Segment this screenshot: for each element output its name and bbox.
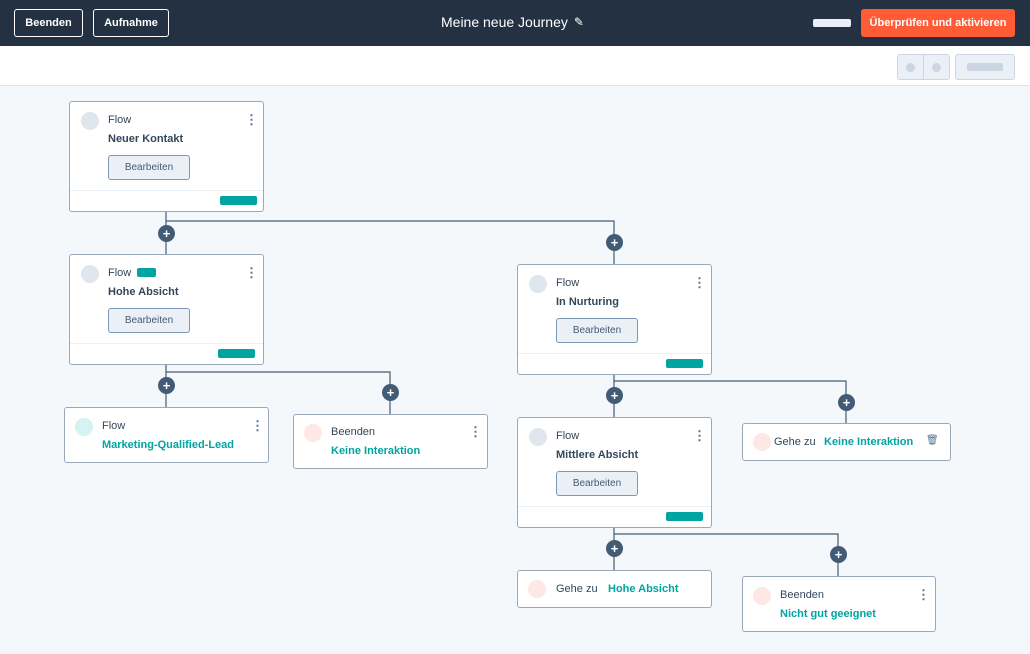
- edit-button[interactable]: Bearbeiten: [108, 155, 190, 180]
- goto-prefix: Gehe zu: [774, 436, 816, 448]
- card-divider: [518, 506, 711, 507]
- flow-icon: [81, 112, 99, 130]
- flow-node-mql[interactable]: Flow ⋮ Marketing-Qualified-Lead: [64, 407, 269, 463]
- kebab-menu-icon[interactable]: ⋮: [251, 418, 264, 433]
- trash-icon[interactable]: 🗑: [926, 435, 939, 446]
- add-step-plus-icon[interactable]: +: [158, 225, 175, 242]
- add-step-plus-icon[interactable]: +: [606, 540, 623, 557]
- node-title: Mittlere Absicht: [556, 449, 639, 461]
- status-tag: [137, 268, 156, 277]
- goto-node-high-intent[interactable]: Gehe zu Hohe Absicht: [517, 570, 712, 608]
- node-title: In Nurturing: [556, 296, 619, 308]
- add-step-plus-icon[interactable]: +: [606, 387, 623, 404]
- add-step-plus-icon[interactable]: +: [158, 377, 175, 394]
- node-type-label: Flow: [108, 114, 132, 126]
- flow-node-new-contact[interactable]: Flow ⋮ Neuer Kontakt Bearbeiten: [69, 101, 264, 212]
- add-step-plus-icon[interactable]: +: [830, 546, 847, 563]
- end-node-no-interaction[interactable]: Beenden ⋮ Keine Interaktion: [293, 414, 488, 469]
- goto-target-link[interactable]: Keine Interaktion: [824, 436, 914, 448]
- node-type-label: Flow: [556, 277, 580, 289]
- placeholder-bar: [967, 63, 1003, 71]
- placeholder-button[interactable]: [813, 19, 851, 27]
- node-type-label: Beenden: [780, 589, 825, 601]
- status-pill: [666, 512, 703, 521]
- kebab-menu-icon[interactable]: ⋮: [693, 275, 706, 290]
- record-button[interactable]: Aufnahme: [93, 9, 169, 37]
- node-title: Hohe Absicht: [108, 286, 179, 298]
- flow-icon: [75, 418, 93, 436]
- top-bar: Beenden Aufnahme Meine neue Journey ✎ Üb…: [0, 0, 1030, 46]
- add-step-plus-icon[interactable]: +: [382, 384, 399, 401]
- end-reason-link[interactable]: Nicht gut geeignet: [780, 608, 876, 620]
- goto-prefix: Gehe zu: [556, 583, 598, 595]
- node-type-label: Flow: [102, 420, 126, 432]
- review-activate-button[interactable]: Überprüfen und aktivieren: [861, 9, 1015, 37]
- flow-icon: [529, 428, 547, 446]
- end-reason-link[interactable]: Keine Interaktion: [331, 445, 421, 457]
- card-divider: [70, 190, 263, 191]
- kebab-menu-icon[interactable]: ⋮: [245, 112, 258, 127]
- flow-link[interactable]: Marketing-Qualified-Lead: [102, 439, 235, 451]
- goto-node-no-interaction[interactable]: Gehe zu Keine Interaktion 🗑: [742, 423, 951, 461]
- journey-title[interactable]: Meine neue Journey ✎: [441, 14, 584, 30]
- node-type-label: Flow: [556, 430, 580, 442]
- dot-icon: [906, 62, 915, 72]
- end-node-not-qualified[interactable]: Beenden ⋮ Nicht gut geeignet: [742, 576, 936, 632]
- exit-button[interactable]: Beenden: [14, 9, 83, 37]
- status-pill: [666, 359, 703, 368]
- kebab-menu-icon[interactable]: ⋮: [469, 424, 482, 439]
- flow-node-medium-intent[interactable]: Flow ⋮ Mittlere Absicht Bearbeiten: [517, 417, 712, 528]
- node-title: Neuer Kontakt: [108, 133, 184, 145]
- edit-button[interactable]: Bearbeiten: [556, 318, 638, 343]
- edit-button[interactable]: Bearbeiten: [108, 308, 190, 333]
- add-step-plus-icon[interactable]: +: [838, 394, 855, 411]
- add-step-plus-icon[interactable]: +: [606, 234, 623, 251]
- goto-target-link[interactable]: Hohe Absicht: [608, 583, 679, 595]
- goto-icon: [753, 433, 771, 451]
- kebab-menu-icon[interactable]: ⋮: [245, 265, 258, 280]
- journey-title-text: Meine neue Journey: [441, 14, 568, 30]
- card-divider: [70, 343, 263, 344]
- dot-icon: [932, 62, 941, 72]
- flow-node-nurturing[interactable]: Flow ⋮ In Nurturing Bearbeiten: [517, 264, 712, 375]
- edit-button[interactable]: Bearbeiten: [556, 471, 638, 496]
- view-options-button[interactable]: [955, 54, 1015, 80]
- zoom-in-button[interactable]: [923, 54, 950, 80]
- status-pill: [220, 196, 257, 205]
- canvas-toolbar: [0, 46, 1030, 86]
- kebab-menu-icon[interactable]: ⋮: [693, 428, 706, 443]
- kebab-menu-icon[interactable]: ⋮: [917, 587, 930, 602]
- flow-icon: [529, 275, 547, 293]
- pencil-icon[interactable]: ✎: [573, 15, 584, 29]
- node-type-label: Beenden: [331, 426, 376, 438]
- flow-icon: [81, 265, 99, 283]
- status-pill: [218, 349, 255, 358]
- goto-icon: [528, 580, 546, 598]
- card-divider: [518, 353, 711, 354]
- flow-node-high-intent[interactable]: Flow ⋮ Hohe Absicht Bearbeiten: [69, 254, 264, 365]
- end-icon: [304, 424, 322, 442]
- end-icon: [753, 587, 771, 605]
- node-type-label: Flow: [108, 267, 132, 279]
